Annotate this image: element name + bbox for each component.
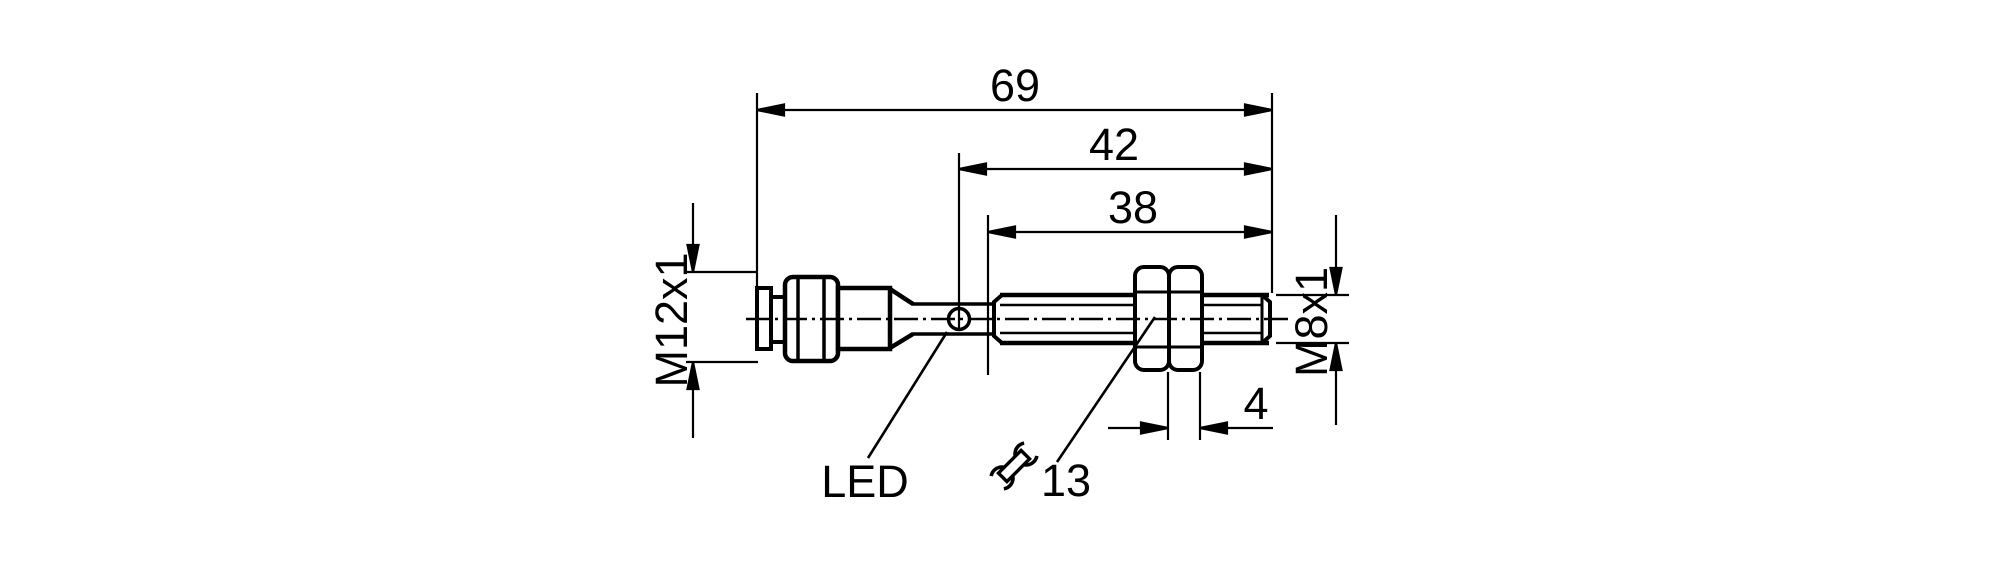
cone-bottom-edge: [888, 332, 915, 350]
led-leader-line: [866, 331, 949, 459]
arrow-38-left: [987, 225, 1017, 239]
leader-lines: [866, 316, 1157, 463]
wrench-icon: [989, 441, 1039, 491]
arrow-4-left: [1139, 421, 1169, 435]
arrow-m12-bottom: [686, 361, 700, 391]
arrow-69-left: [756, 103, 786, 117]
dimension-lines: [686, 103, 1343, 438]
m8-thread-label: M8x1: [1286, 267, 1337, 377]
arrow-4-right: [1199, 421, 1229, 435]
barrel-left-face: [992, 293, 1004, 345]
arrow-m12-top: [686, 243, 700, 273]
wrench-shaft: [996, 448, 1032, 484]
m12-thread-label: M12x1: [646, 252, 697, 387]
wrench-size-text: 13: [1041, 455, 1091, 506]
arrow-m8-top: [1329, 266, 1343, 296]
led-label: LED: [821, 456, 909, 507]
dim-text-38: 38: [1108, 182, 1158, 233]
arrow-42-left: [958, 162, 988, 176]
arrow-42-right: [1243, 162, 1273, 176]
dim-text-42: 42: [1089, 119, 1139, 170]
arrow-38-right: [1243, 225, 1273, 239]
dim-text-69: 69: [990, 60, 1040, 111]
arrow-69-right: [1243, 103, 1273, 117]
dim-text-4: 4: [1243, 378, 1268, 429]
labels: 69 42 38 4 13 LED M12x1 M8x1: [646, 60, 1337, 507]
cone-top-edge: [888, 287, 915, 306]
arrow-m8-bottom: [1329, 342, 1343, 372]
wrench-leader-line: [1055, 316, 1157, 463]
